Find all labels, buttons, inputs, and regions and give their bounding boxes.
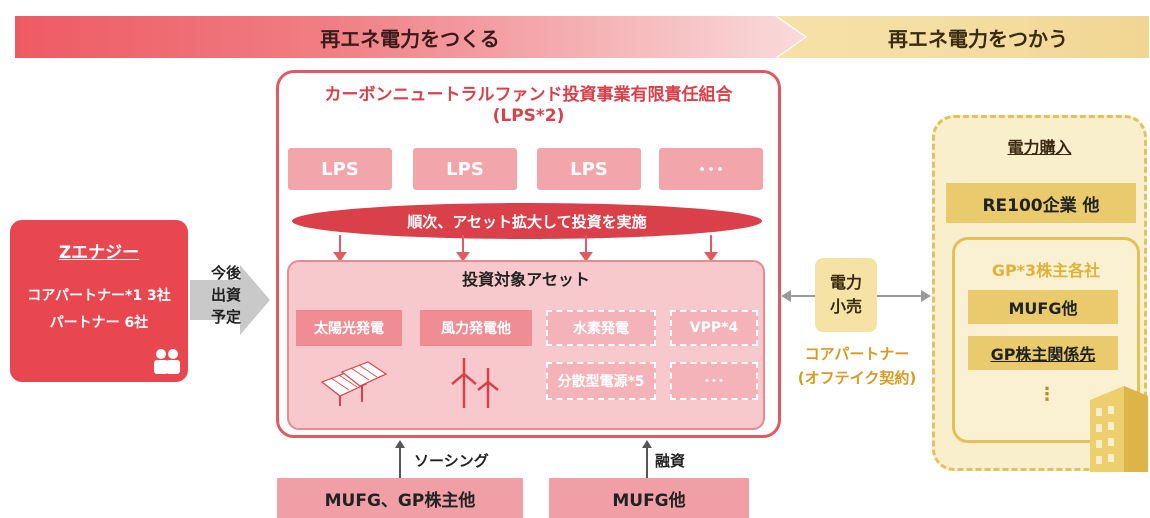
z-energy-core-partners: コアパートナー*1 3社: [27, 288, 171, 304]
retail-line1: 電力: [829, 273, 862, 292]
expand-assets-banner: 順次、アセット拡大して投資を実施: [292, 203, 762, 239]
banner-create-label: 再エネ電力をつくる: [320, 26, 500, 51]
invest-label: 今後 出資 予定: [196, 262, 256, 328]
gp-item-mufg: MUFG他: [968, 290, 1118, 324]
more-vertical-dots: ⋮: [1038, 384, 1056, 405]
lps-box: LPS: [288, 148, 392, 190]
banner-use-label: 再エネ電力をつかう: [888, 26, 1068, 51]
down-arrows: [333, 235, 718, 262]
power-retail-box: 電力 小売: [815, 258, 877, 332]
fund-subtitle: (LPS*2): [492, 106, 565, 126]
z-energy-partners: パートナー 6社: [49, 315, 149, 331]
expand-assets-label: 順次、アセット拡大して投資を実施: [407, 212, 647, 231]
invest-label-line2: 出資: [210, 286, 241, 304]
wind-turbine-icon: [451, 358, 499, 408]
lps-box-more: ･･･: [659, 148, 763, 190]
gp-item-affiliates: GP株主関係先: [968, 336, 1118, 370]
banner-use-renewable: 再エネ電力をつかう: [777, 16, 1149, 58]
z-energy-box: Zエナジー コアパートナー*1 3社 パートナー 6社: [10, 220, 188, 382]
fund-title: カーボンニュートラルファンド投資事業有限責任組合: [324, 85, 733, 105]
sourcing-partners-box: MUFG、GP株主他: [277, 478, 523, 518]
asset-vpp: VPP*4: [670, 310, 758, 346]
up-arrow-sourcing-icon: [395, 440, 405, 478]
z-energy-title: Zエナジー: [58, 243, 140, 263]
people-icon: [154, 349, 180, 374]
gp-shareholders-title: GP*3株主各社: [991, 261, 1101, 280]
building-icon: [1090, 386, 1148, 472]
asset-distributed: 分散型電源*5: [546, 362, 656, 400]
solar-panel-icon: [320, 361, 388, 406]
retail-line2: 小売: [829, 297, 862, 316]
asset-more: ･･･: [670, 362, 758, 400]
offtake-line1: コアパートナー: [804, 345, 910, 363]
power-purchase-title: 電力購入: [1007, 138, 1072, 157]
up-arrow-financing-icon: [642, 440, 652, 478]
assets-title: 投資対象アセット: [462, 270, 590, 289]
invest-arrow-icon: [190, 265, 270, 335]
invest-label-line3: 予定: [210, 308, 241, 326]
offtake-line2: (オフテイク契約): [797, 369, 917, 387]
lenders-box: MUFG他: [549, 478, 749, 518]
re100-box: RE100企業 他: [946, 183, 1136, 223]
financing-label: 融資: [655, 452, 686, 470]
banner-create-renewable: 再エネ電力をつくる: [15, 16, 805, 58]
asset-wind: 風力発電他: [420, 310, 532, 346]
lps-box: LPS: [413, 148, 517, 190]
lps-box: LPS: [537, 148, 641, 190]
sourcing-label: ソーシング: [414, 452, 489, 470]
asset-hydrogen: 水素発電: [546, 310, 656, 346]
asset-solar: 太陽光発電: [296, 310, 402, 346]
invest-label-line1: 今後: [210, 264, 241, 282]
offtake-label: コアパートナー (オフテイク契約): [778, 342, 936, 390]
